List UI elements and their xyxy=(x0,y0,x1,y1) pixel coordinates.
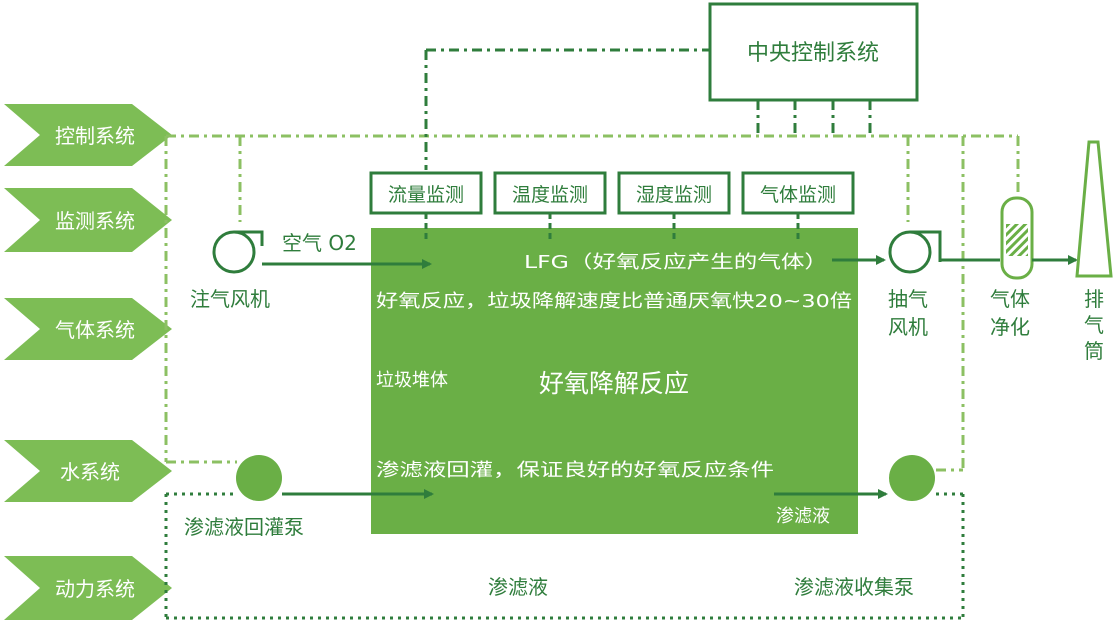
monitor-gas: 气体监测 xyxy=(741,171,855,242)
reactor-pile-label: 垃圾堆体 xyxy=(376,370,448,391)
injection-fan-label: 注气风机 xyxy=(190,287,270,311)
monitor-humidity: 湿度监测 xyxy=(617,171,731,242)
side-tab-power: 动力系统 xyxy=(4,556,172,620)
recirc-pump-icon xyxy=(236,455,282,501)
reactor-speed-note: 好氧反应，垃圾降解速度比普通厌氧快20~30倍 xyxy=(376,291,852,312)
side-tab-monitoring: 监测系统 xyxy=(4,188,172,252)
central-control-label: 中央控制系统 xyxy=(747,41,879,66)
gas-purify-label-line1: 气体 xyxy=(990,287,1030,311)
recirc-pump-label: 渗滤液回灌泵 xyxy=(184,515,304,539)
reactor-block: 好氧降解反应 垃圾堆体 好氧反应，垃圾降解速度比普通厌氧快20~30倍 LFG（… xyxy=(371,228,858,534)
injection-fan-icon xyxy=(212,230,264,274)
monitor-temperature-label: 温度监测 xyxy=(512,184,588,206)
collect-pump-label: 渗滤液收集泵 xyxy=(794,575,914,599)
side-tab-control: 控制系统 xyxy=(4,104,172,166)
side-tab-monitoring-label: 监测系统 xyxy=(55,209,135,233)
stack-label-line2: 气 xyxy=(1084,313,1104,337)
side-tab-gas: 气体系统 xyxy=(4,298,172,360)
collect-pump-icon xyxy=(889,455,935,501)
side-tab-control-label: 控制系统 xyxy=(55,124,135,148)
monitor-flow-label: 流量监测 xyxy=(388,184,464,206)
gas-purifier-icon xyxy=(1000,196,1034,280)
bottom-leachate-label: 渗滤液 xyxy=(488,575,548,599)
side-tab-water: 水系统 xyxy=(4,440,172,502)
monitor-temperature: 温度监测 xyxy=(493,171,607,242)
reactor-recirc-note: 渗滤液回灌，保证良好的好氧反应条件 xyxy=(376,460,774,481)
side-tab-water-label: 水系统 xyxy=(60,460,120,484)
gas-purify-label-line2: 净化 xyxy=(990,315,1030,339)
monitor-humidity-label: 湿度监测 xyxy=(636,184,712,206)
reactor-leachate-out: 渗滤液 xyxy=(776,506,830,527)
control-loop-lines xyxy=(164,134,1020,472)
side-tab-gas-label: 气体系统 xyxy=(55,318,135,342)
stack-label-line3: 筒 xyxy=(1084,339,1104,363)
stack-label-line1: 排 xyxy=(1084,287,1104,311)
reactor-title: 好氧降解反应 xyxy=(539,369,689,398)
air-label: 空气 O2 xyxy=(282,231,357,255)
side-tab-power-label: 动力系统 xyxy=(55,577,135,601)
extraction-fan-label-line2: 风机 xyxy=(888,315,928,339)
leachate-loop-lines xyxy=(164,492,965,620)
reactor-lfg-label: LFG（好氧反应产生的气体） xyxy=(524,252,828,273)
central-control-box: 中央控制系统 xyxy=(708,2,919,102)
monitor-gas-label: 气体监测 xyxy=(760,184,836,206)
monitor-flow: 流量监测 xyxy=(369,171,483,242)
central-control-links xyxy=(424,48,872,170)
exhaust-stack-icon xyxy=(1075,140,1113,278)
extraction-fan-label-line1: 抽气 xyxy=(888,287,928,311)
extraction-fan-icon xyxy=(888,230,942,274)
